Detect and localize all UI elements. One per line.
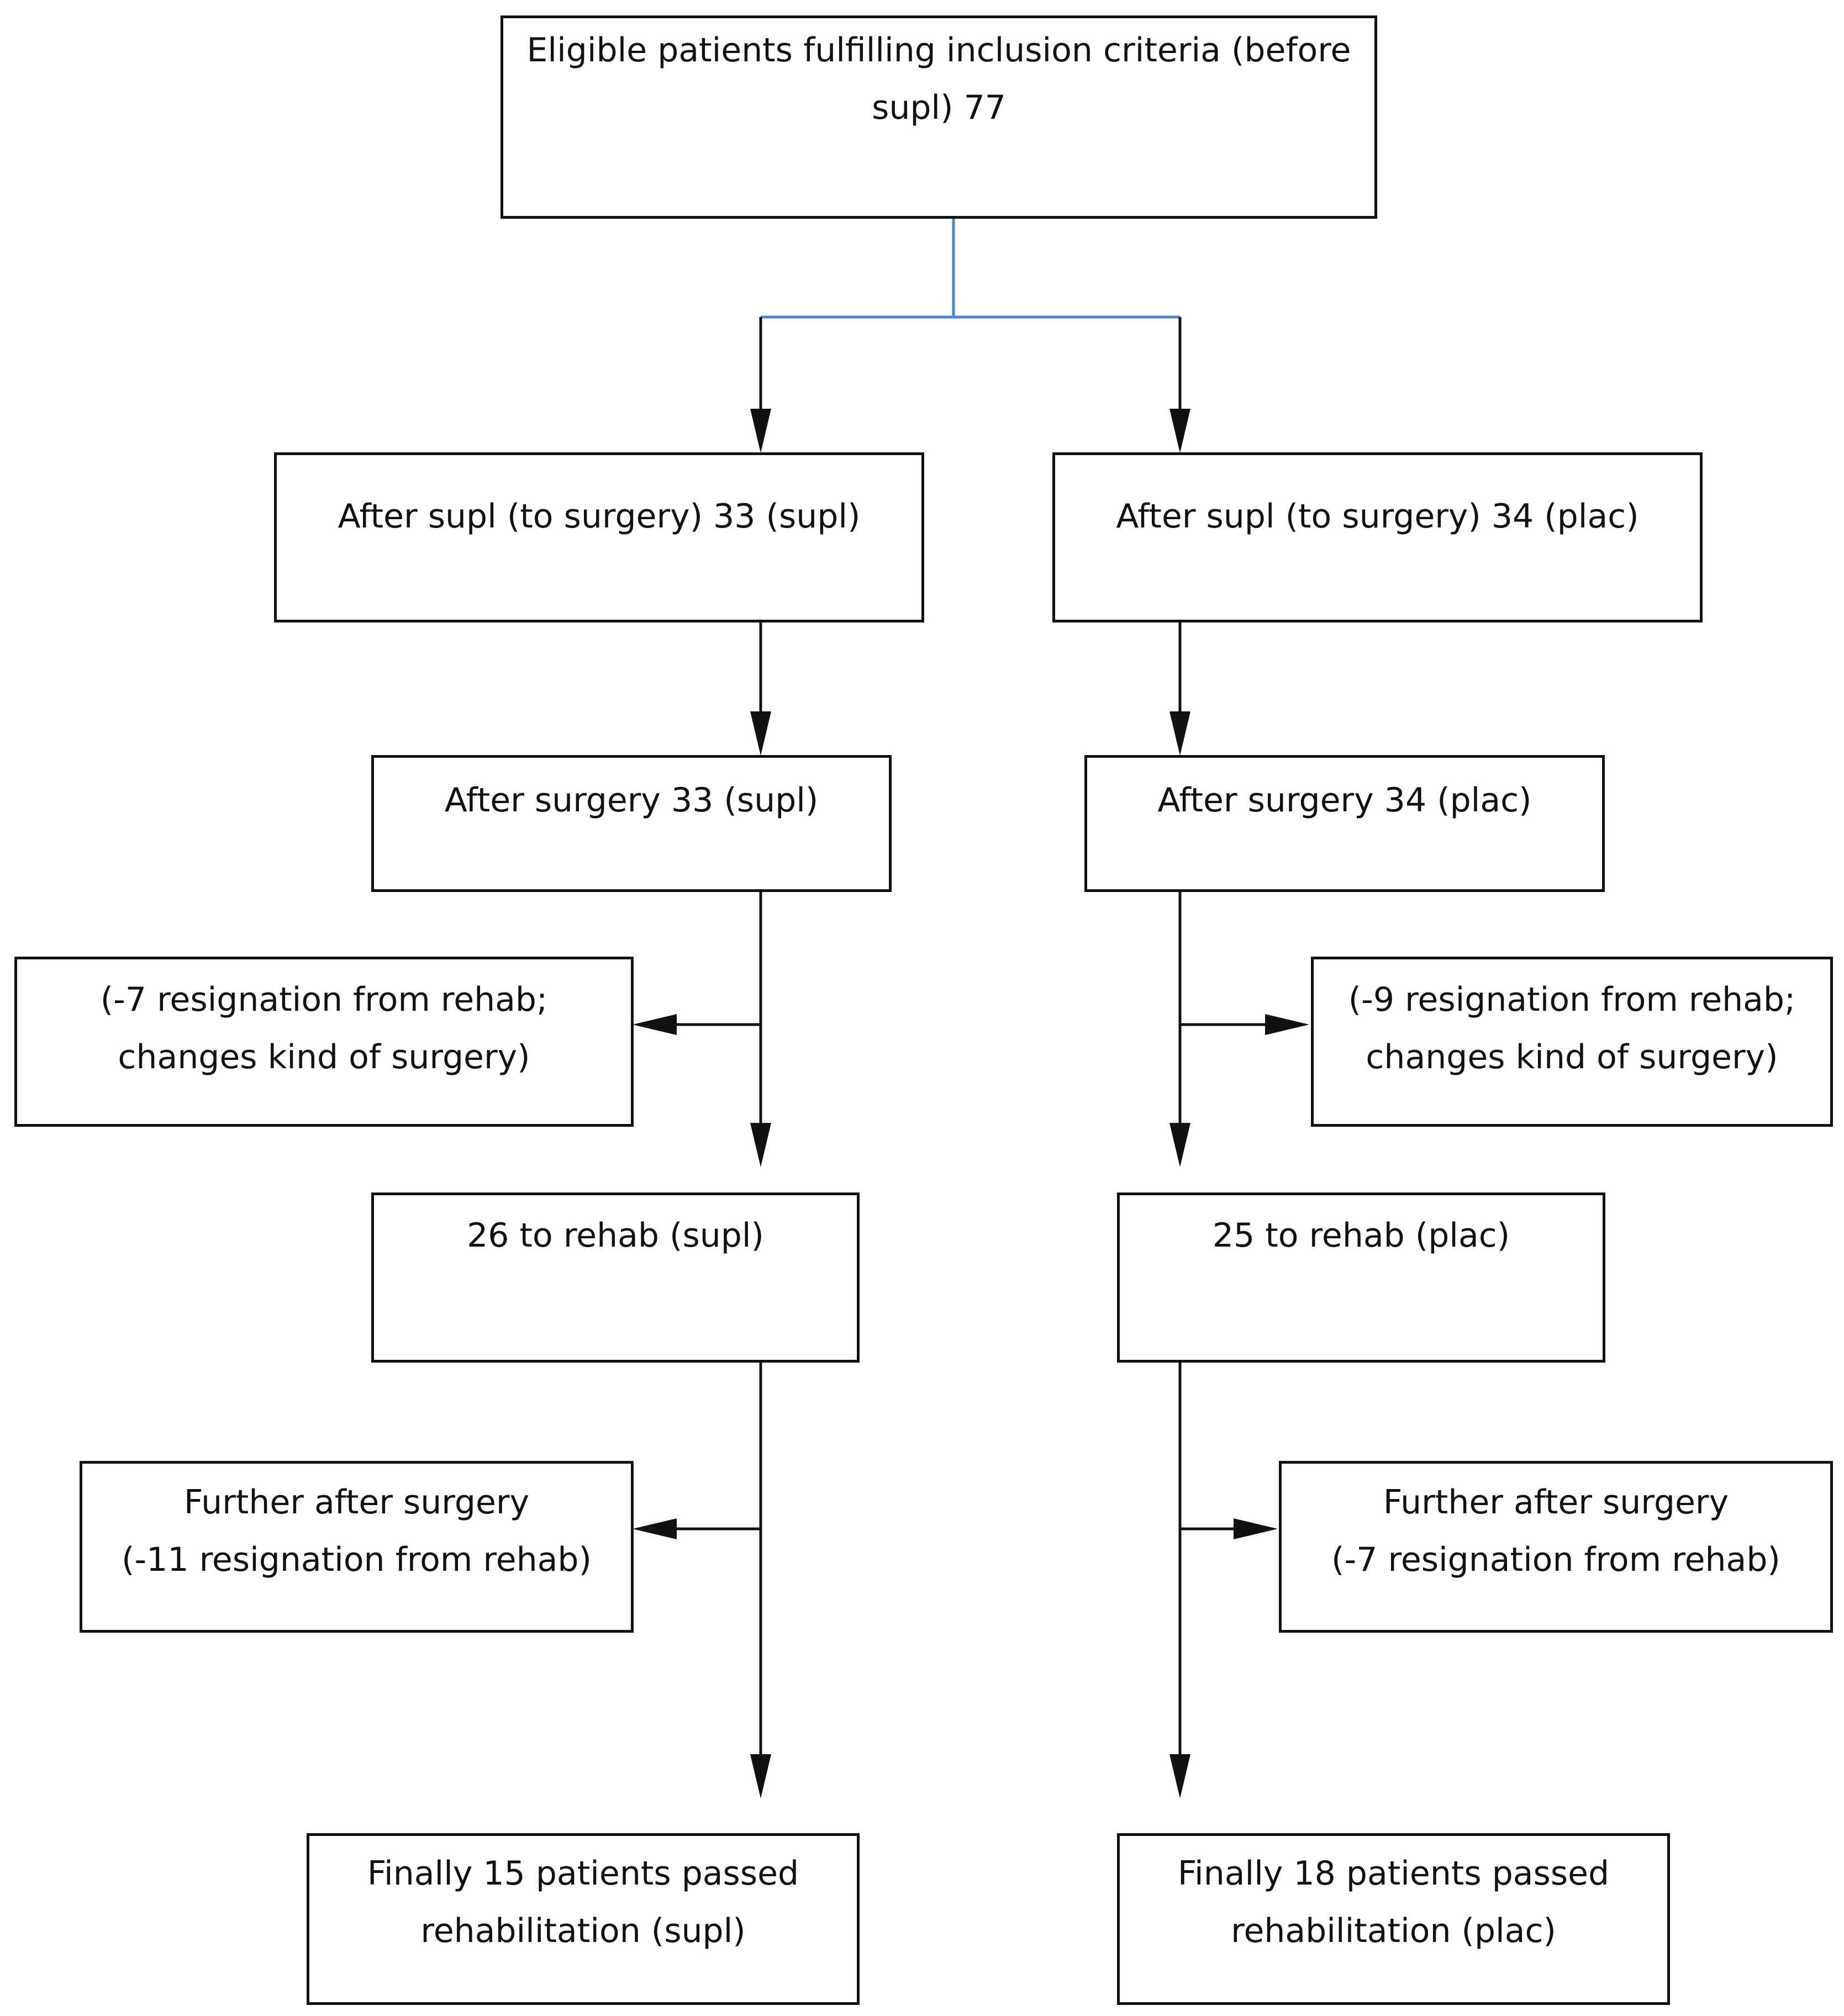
box-line: changes kind of surgery) (1366, 1038, 1778, 1076)
box-line: (-7 resignation from rehab) (1331, 1540, 1780, 1579)
arrowhead-after-supl-supl (750, 409, 771, 453)
arrowhead-resign1-supl (633, 1014, 677, 1035)
final-plac-box: Finally 18 patients passed rehabilitatio… (1117, 1833, 1670, 2005)
eligible-patients-box: Eligible patients fulfilling inclusion c… (500, 15, 1377, 219)
box-line: (-7 resignation from rehab; (100, 980, 548, 1019)
box-line: After surgery 33 (supl) (444, 781, 819, 820)
final-supl-box: Finally 15 patients passed rehabilitatio… (307, 1833, 860, 2005)
box-line: rehabilitation (plac) (1231, 1912, 1556, 1950)
arrowhead-after-surgery-supl (750, 711, 771, 756)
after-supl-supl-box: After supl (to surgery) 33 (supl) (274, 452, 924, 622)
arrowhead-final-supl (750, 1754, 771, 1798)
box-line: After supl (to surgery) 33 (supl) (338, 497, 861, 536)
rehab-plac-box: 25 to rehab (plac) (1117, 1192, 1605, 1363)
arrowhead-resign1-plac (1265, 1014, 1309, 1035)
box-line: Further after surgery (1383, 1483, 1729, 1522)
arrowhead-rehab-plac (1169, 1123, 1190, 1167)
box-line: Further after surgery (183, 1483, 530, 1522)
box-line: 25 to rehab (plac) (1212, 1216, 1510, 1255)
box-line: After surgery 34 (plac) (1157, 781, 1532, 820)
arrowhead-final-plac (1169, 1754, 1190, 1798)
arrowhead-after-supl-plac (1169, 409, 1190, 453)
after-surgery-supl-box: After surgery 33 (supl) (371, 755, 892, 892)
rehab-supl-box: 26 to rehab (supl) (371, 1192, 860, 1363)
after-surgery-plac-box: After surgery 34 (plac) (1084, 755, 1605, 892)
resignation-plac-box: (-9 resignation from rehab; changes kind… (1311, 957, 1833, 1127)
arrowhead-further-supl (633, 1518, 677, 1539)
box-line: (-9 resignation from rehab; (1348, 980, 1796, 1019)
box-line: supl) 77 (872, 88, 1006, 127)
box-line: Eligible patients fulfilling inclusion c… (526, 31, 1351, 70)
box-line: (-11 resignation from rehab) (122, 1540, 592, 1579)
box-line: changes kind of surgery) (118, 1038, 530, 1076)
arrowhead-rehab-supl (750, 1123, 771, 1167)
after-supl-plac-box: After supl (to surgery) 34 (plac) (1052, 452, 1703, 622)
box-line: Finally 18 patients passed (1177, 1854, 1610, 1893)
box-line: After supl (to surgery) 34 (plac) (1116, 497, 1639, 536)
further-supl-box: Further after surgery (-11 resignation f… (80, 1461, 634, 1633)
resignation-supl-box: (-7 resignation from rehab; changes kind… (14, 957, 634, 1127)
box-line: 26 to rehab (supl) (467, 1216, 764, 1255)
box-line: rehabilitation (supl) (420, 1912, 746, 1950)
box-line: Finally 15 patients passed (367, 1854, 799, 1893)
arrowhead-further-plac (1234, 1518, 1278, 1539)
further-plac-box: Further after surgery (-7 resignation fr… (1279, 1461, 1833, 1633)
arrowhead-after-surgery-plac (1169, 711, 1190, 756)
